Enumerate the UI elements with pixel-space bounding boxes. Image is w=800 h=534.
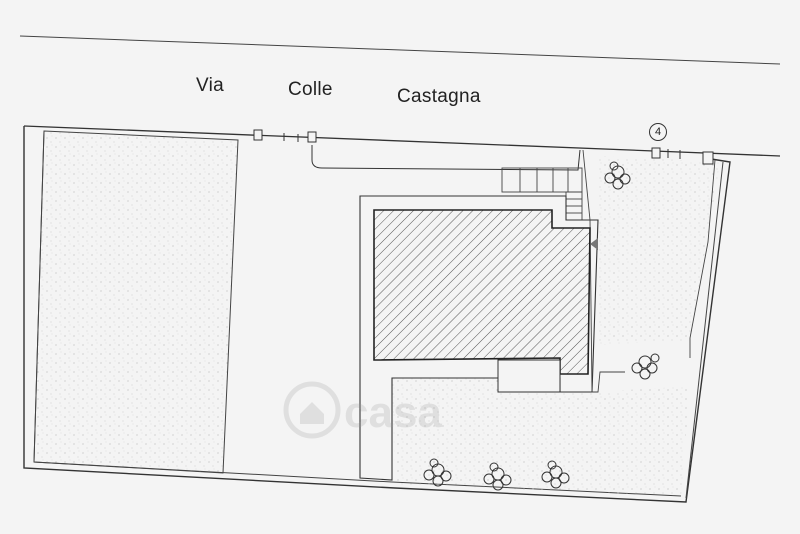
right-path bbox=[689, 159, 716, 358]
tree-5 bbox=[541, 460, 570, 489]
gate-post-2 bbox=[307, 131, 317, 143]
building-annex bbox=[497, 359, 561, 393]
garden-right bbox=[598, 156, 720, 345]
side-path bbox=[582, 149, 625, 393]
watermark-text: casa bbox=[344, 388, 442, 437]
tree-4 bbox=[483, 462, 512, 491]
building-footprint bbox=[373, 209, 591, 375]
road-edge-top bbox=[19, 35, 781, 65]
garden-bottom bbox=[392, 378, 690, 496]
lot-boundary bbox=[23, 126, 731, 503]
driveway-edge bbox=[311, 145, 581, 171]
gate-post-4 bbox=[702, 151, 714, 165]
street-label-colle: Colle bbox=[288, 79, 333, 100]
tree-3 bbox=[423, 458, 452, 487]
street-label-castagna: Castagna bbox=[397, 86, 481, 107]
street-label-via: Via bbox=[196, 75, 225, 96]
gate-post-3 bbox=[651, 147, 661, 159]
entrance-stairs bbox=[501, 167, 583, 221]
gate-post-1 bbox=[253, 129, 263, 141]
entrance-marker bbox=[590, 238, 598, 250]
house-logo-icon bbox=[283, 381, 341, 439]
civic-number-badge: 4 bbox=[649, 123, 667, 141]
left-parcel bbox=[33, 130, 239, 474]
lot-boundary-right-inner bbox=[685, 161, 724, 499]
casa-it-watermark: casa bbox=[282, 380, 522, 444]
tree-2 bbox=[631, 353, 660, 380]
tree-1 bbox=[604, 161, 631, 190]
